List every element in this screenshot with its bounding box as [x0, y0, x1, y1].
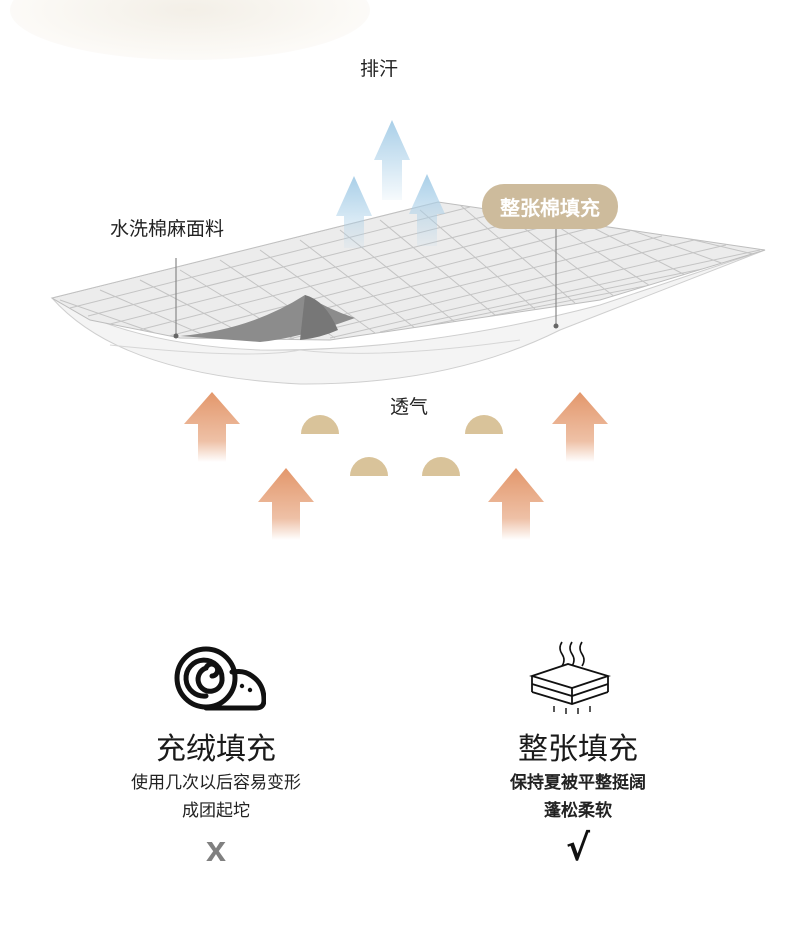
blue-arrow-center	[374, 120, 410, 200]
compare-left: 充绒填充 使用几次以后容易变形 成团起坨 x	[100, 640, 332, 870]
label-breathable: 透气	[390, 396, 429, 418]
bump-4	[422, 457, 460, 476]
label-sweat: 排汗	[360, 58, 399, 80]
right-mark-check: √	[565, 828, 590, 869]
layered-sheet-icon	[529, 641, 611, 714]
bump-3	[350, 457, 388, 476]
compare-right: 整张填充 保持夏被平整挺阔 蓬松柔软 √	[462, 640, 694, 870]
right-desc-line2: 蓬松柔软	[544, 801, 612, 821]
left-mark-x: x	[205, 828, 227, 869]
quilt-diagram	[50, 120, 766, 540]
left-desc-line2: 成团起坨	[182, 801, 250, 821]
left-desc-line1: 使用几次以后容易变形	[131, 773, 301, 793]
label-fabric: 水洗棉麻面料	[110, 218, 225, 240]
right-desc-line1: 保持夏被平整挺阔	[510, 773, 646, 793]
bump-2	[465, 415, 503, 434]
right-title: 整张填充	[518, 732, 638, 767]
sweat-arrows	[336, 120, 445, 248]
blue-arrow-left	[336, 176, 372, 248]
left-title: 充绒填充	[156, 732, 276, 767]
warm-arrow-2	[552, 392, 608, 462]
rolled-cotton-icon	[174, 646, 266, 711]
bump-1	[301, 415, 339, 434]
warm-arrow-4	[488, 468, 544, 540]
warm-arrow-3	[258, 468, 314, 540]
blue-arrow-right	[409, 174, 445, 246]
breathable-arrows	[184, 392, 608, 540]
warm-arrow-1	[184, 392, 240, 462]
heat-bumps	[301, 415, 503, 476]
label-filling-pill: 整张棉填充	[482, 184, 618, 229]
